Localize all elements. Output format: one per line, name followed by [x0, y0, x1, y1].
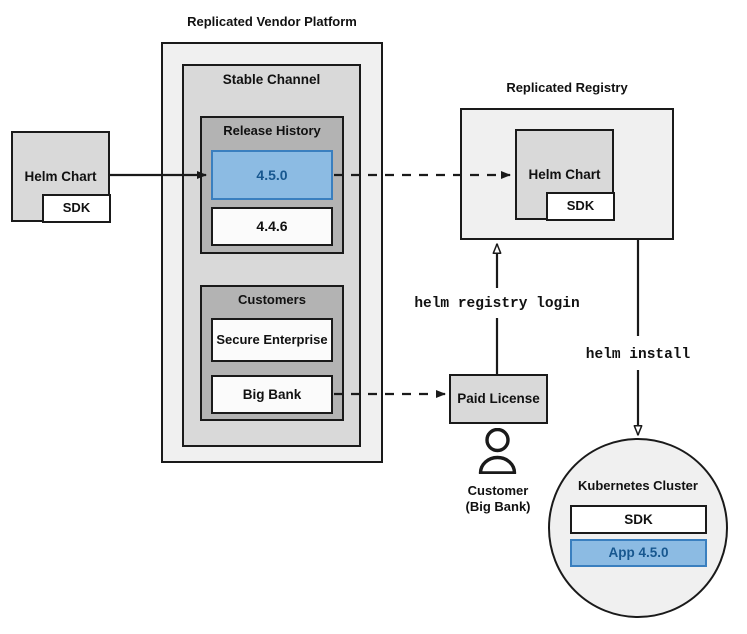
cmd-helm-registry-login-label: helm registry login [414, 296, 580, 312]
vendor-platform-title: Replicated Vendor Platform [187, 14, 357, 29]
source-helm-chart-sdk-box: SDK [42, 194, 111, 223]
customer-secure-enterprise[interactable]: Secure Enterprise [211, 318, 333, 362]
customer-big-bank[interactable]: Big Bank [211, 375, 333, 414]
customer-caption: Customer (Big Bank) [465, 483, 531, 514]
kubernetes-cluster-label: Kubernetes Cluster [578, 478, 698, 493]
registry-helm-chart-sdk-box: SDK [546, 192, 615, 221]
cluster-sdk-box: SDK [570, 505, 707, 534]
replicated-registry-title: Replicated Registry [506, 80, 628, 95]
release-version-previous[interactable]: 4.4.6 [211, 207, 333, 246]
paid-license-box: Paid License [449, 374, 548, 424]
release-version-current[interactable]: 4.5.0 [211, 150, 333, 200]
cluster-app-box: App 4.5.0 [570, 539, 707, 567]
cmd-helm-install-label: helm install [585, 347, 691, 363]
customer-person-icon [475, 427, 520, 475]
